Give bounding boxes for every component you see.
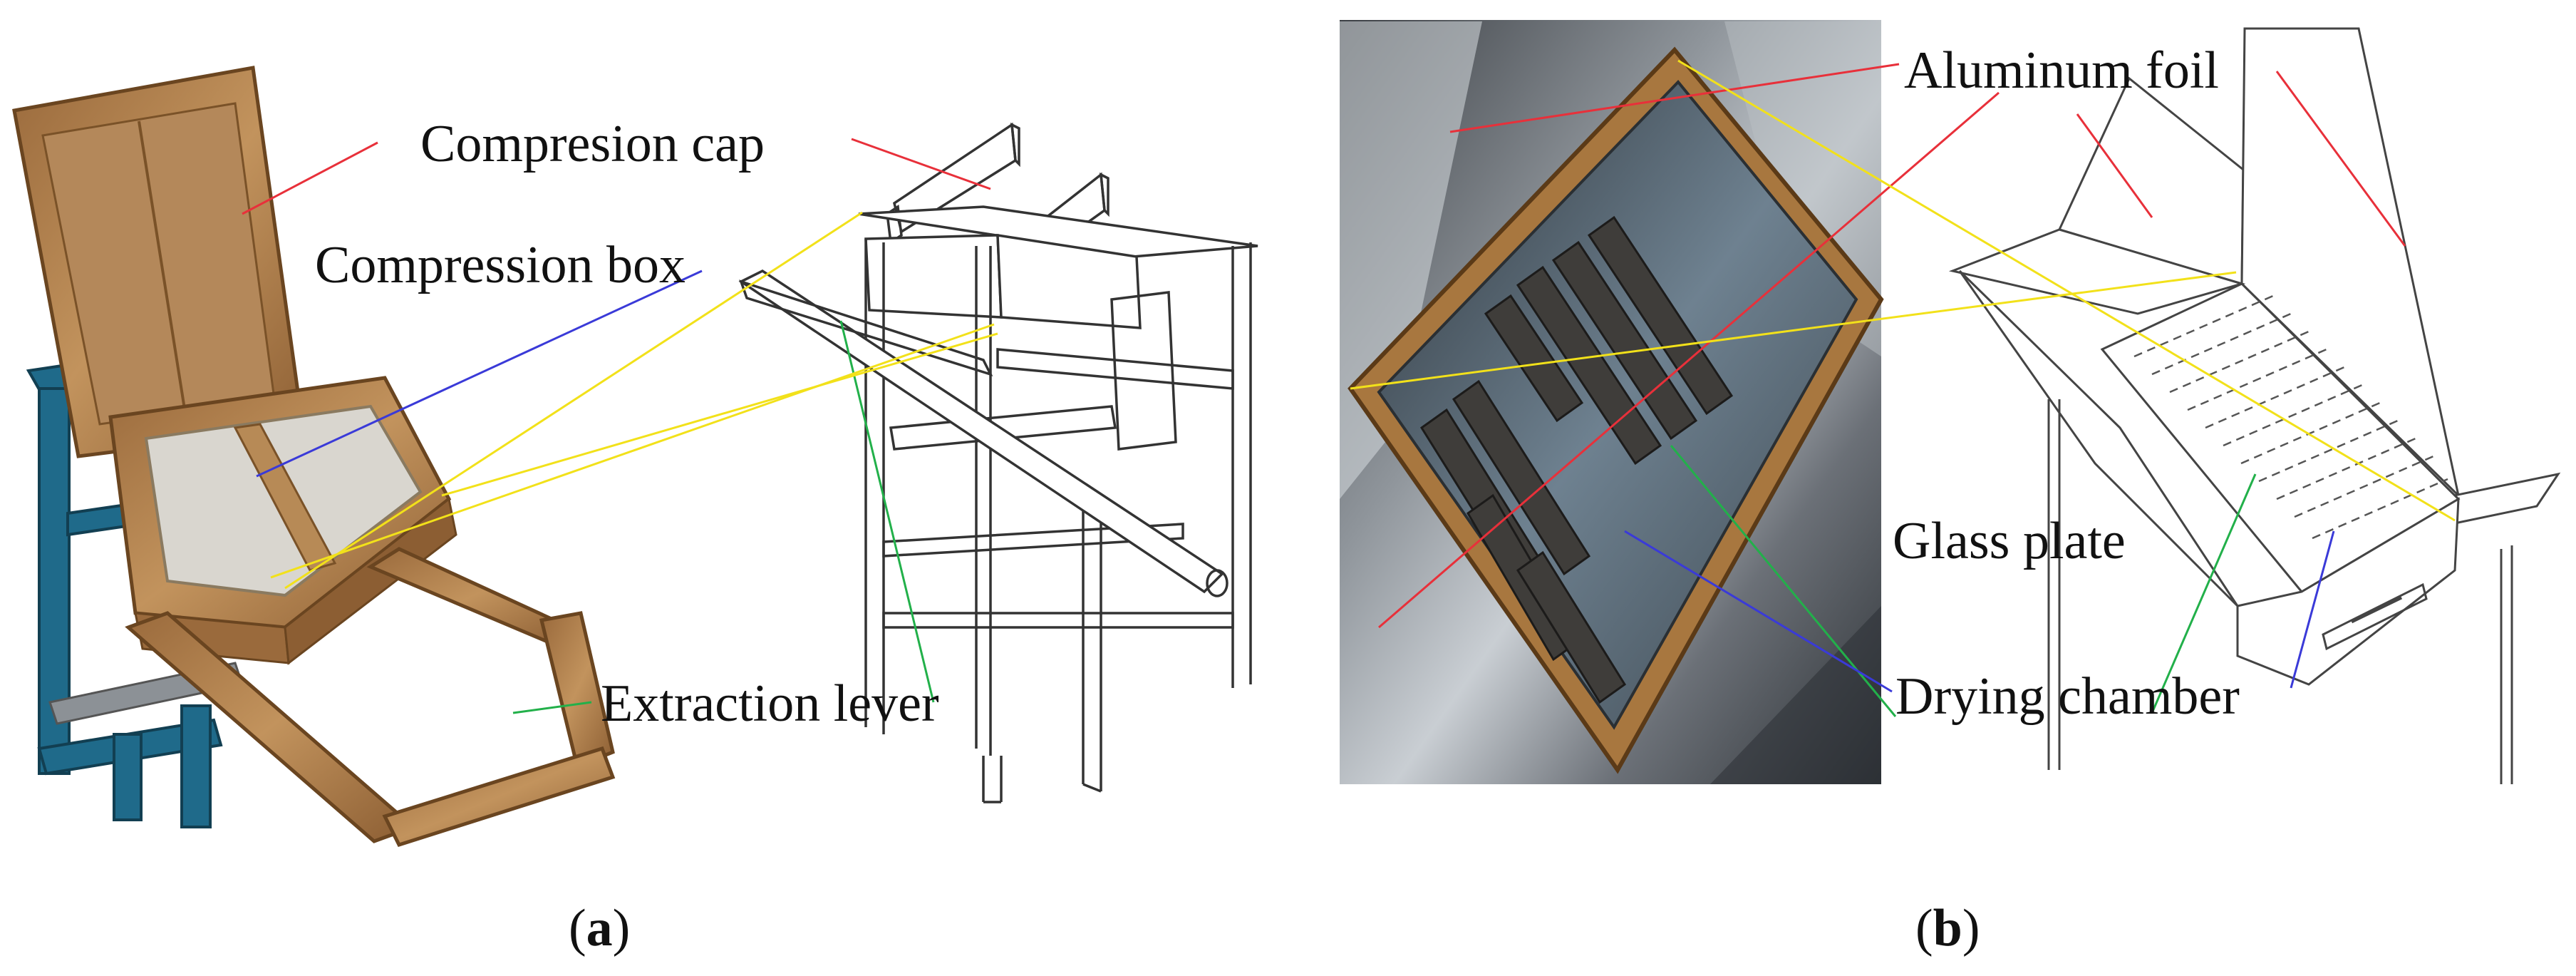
caption-a: (a) — [569, 902, 630, 955]
callout-line-box — [256, 269, 703, 478]
label-compression-box: Compression box — [315, 236, 686, 294]
connector-a3 — [270, 323, 995, 579]
connector-a1 — [284, 211, 863, 590]
connector-b1 — [1677, 59, 2456, 522]
caption-b-close: ) — [1962, 899, 1980, 957]
callout-line-foil-2 — [1378, 91, 2000, 629]
caption-a-letter: a — [586, 899, 613, 957]
solar-dryer-photo — [1340, 20, 1884, 784]
callout-line-chamber-photo — [1624, 530, 1893, 693]
compression-machine-photo — [12, 66, 616, 848]
callout-line-foil-1 — [1449, 63, 1900, 133]
compression-machine-drawing — [738, 122, 1258, 803]
caption-a-close: ) — [612, 899, 631, 957]
caption-a-open: ( — [569, 899, 586, 957]
label-compresion-cap: Compresion cap — [420, 115, 765, 173]
callout-line-foil-3 — [2076, 113, 2153, 218]
callout-line-foil-4 — [2275, 71, 2406, 247]
callout-line-glass-drawing — [2151, 473, 2257, 714]
label-drying-chamber: Drying chamber — [1895, 667, 2240, 726]
caption-b: (b) — [1915, 902, 1980, 955]
connector-b2 — [1350, 271, 2237, 390]
callout-line-cap-drawing — [851, 138, 991, 190]
label-aluminum-foil: Aluminum foil — [1904, 41, 2219, 100]
callout-line-lever-photo — [512, 701, 592, 714]
connector-a2 — [441, 332, 998, 497]
callout-line-cap-photo — [242, 141, 378, 215]
label-extraction-lever: Extraction lever — [601, 674, 939, 733]
caption-b-open: ( — [1915, 899, 1933, 957]
caption-b-letter: b — [1933, 899, 1962, 957]
callout-line-lever — [839, 320, 935, 703]
solar-dryer-drawing — [1948, 27, 2561, 784]
callout-lines — [242, 59, 2456, 717]
label-glass-plate: Glass plate — [1893, 512, 2126, 570]
callout-line-chamber-drawing — [2290, 530, 2335, 689]
